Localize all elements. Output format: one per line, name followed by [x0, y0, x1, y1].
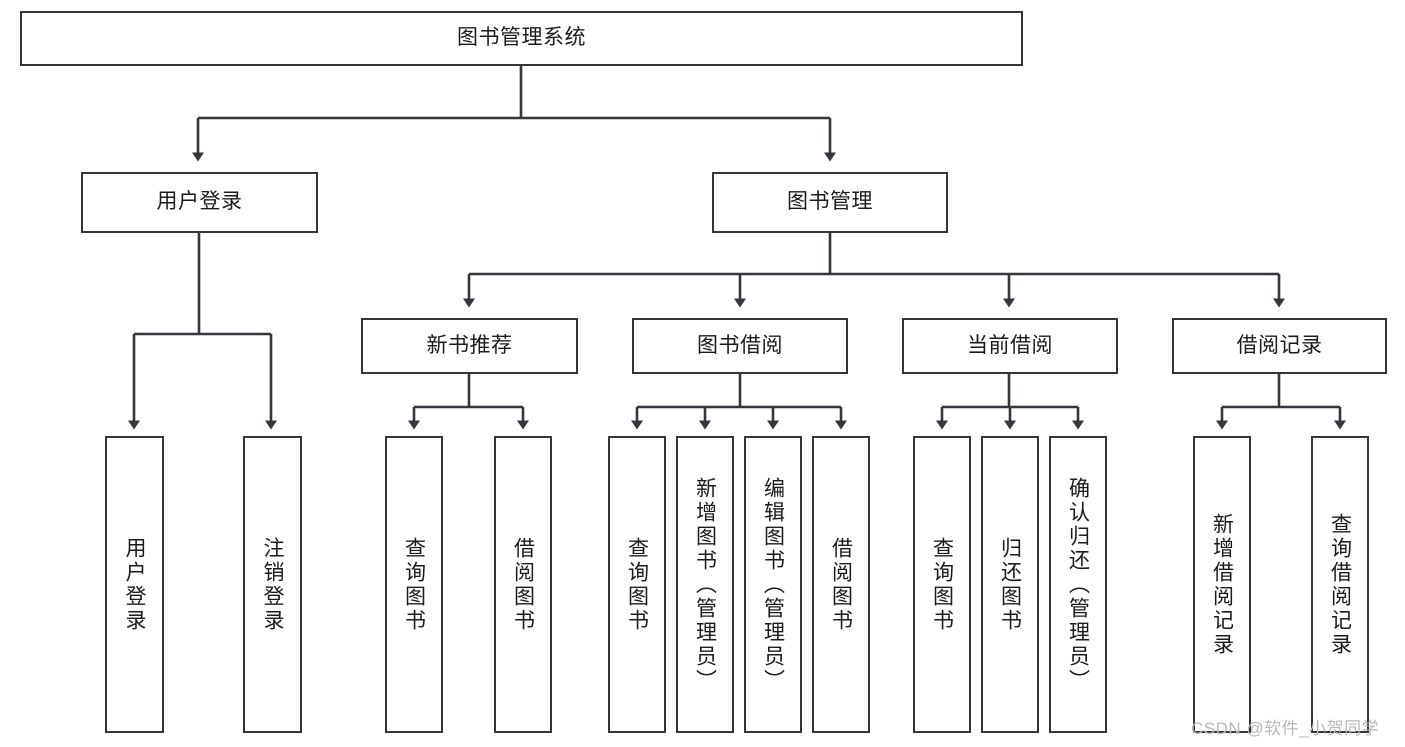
node-leaf-borrow-book-1[interactable]: 借阅图书 [494, 436, 552, 733]
node-leaf-add-record[interactable]: 新增借阅记录 [1193, 436, 1251, 733]
node-leaf-borrow-book-2-label: 借阅图书 [829, 536, 853, 633]
node-leaf-return-book-label: 归还图书 [998, 536, 1022, 633]
node-user-login-label: 用户登录 [156, 190, 243, 214]
csdn-watermark: CSDN @软件_小贺同学 [1191, 719, 1380, 738]
node-leaf-logout-label: 注销登录 [261, 536, 284, 633]
node-leaf-borrow-book-1-label: 借阅图书 [511, 536, 535, 633]
node-leaf-confirm-return-label: 确认归还（管理员） [1066, 476, 1090, 693]
node-book-manage-label: 图书管理 [787, 190, 873, 214]
node-leaf-return-book[interactable]: 归还图书 [981, 436, 1039, 733]
node-user-login[interactable]: 用户登录 [81, 172, 318, 233]
node-leaf-query-record-label: 查询借阅记录 [1328, 512, 1352, 657]
node-borrow-record[interactable]: 借阅记录 [1172, 318, 1387, 374]
node-leaf-user-login[interactable]: 用户登录 [105, 436, 164, 733]
node-root-label: 图书管理系统 [457, 26, 586, 50]
node-book-manage[interactable]: 图书管理 [712, 172, 948, 233]
node-current-borrow[interactable]: 当前借阅 [902, 318, 1118, 374]
node-leaf-query-record[interactable]: 查询借阅记录 [1311, 436, 1369, 733]
node-root[interactable]: 图书管理系统 [20, 11, 1023, 66]
node-leaf-edit-book-label: 编辑图书（管理员） [761, 476, 785, 693]
node-leaf-add-record-label: 新增借阅记录 [1210, 512, 1234, 657]
node-leaf-user-login-label: 用户登录 [123, 536, 146, 633]
node-current-borrow-label: 当前借阅 [967, 333, 1053, 357]
node-leaf-query-book-2-label: 查询图书 [625, 536, 649, 633]
node-leaf-query-book-3[interactable]: 查询图书 [913, 436, 971, 733]
node-new-book-rec[interactable]: 新书推荐 [361, 318, 578, 374]
node-leaf-add-book[interactable]: 新增图书（管理员） [676, 436, 734, 733]
node-leaf-query-book-3-label: 查询图书 [930, 536, 954, 633]
node-leaf-query-book-1-label: 查询图书 [402, 536, 426, 633]
node-book-borrow-label: 图书借阅 [697, 333, 783, 357]
node-new-book-rec-label: 新书推荐 [426, 333, 513, 357]
node-leaf-logout[interactable]: 注销登录 [243, 436, 302, 733]
node-leaf-query-book-1[interactable]: 查询图书 [385, 436, 443, 733]
node-leaf-confirm-return[interactable]: 确认归还（管理员） [1049, 436, 1107, 733]
node-leaf-add-book-label: 新增图书（管理员） [693, 476, 717, 693]
node-book-borrow[interactable]: 图书借阅 [632, 318, 848, 374]
node-leaf-query-book-2[interactable]: 查询图书 [608, 436, 666, 733]
node-leaf-edit-book[interactable]: 编辑图书（管理员） [744, 436, 802, 733]
node-borrow-record-label: 借阅记录 [1236, 333, 1323, 357]
node-leaf-borrow-book-2[interactable]: 借阅图书 [812, 436, 870, 733]
